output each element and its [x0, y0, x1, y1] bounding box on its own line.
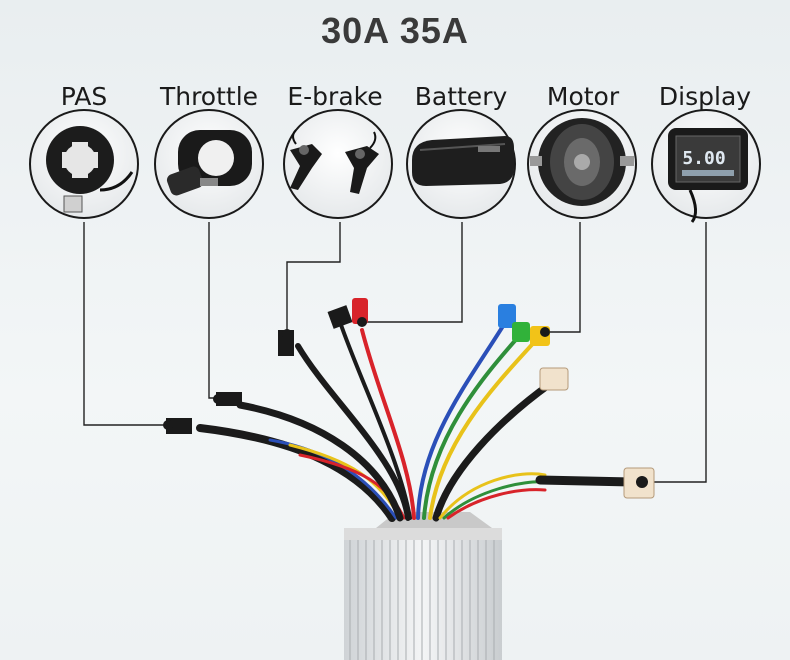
- battery-black-cable: [338, 320, 412, 520]
- label-throttle: Throttle: [159, 82, 259, 111]
- display-line: [642, 222, 707, 483]
- display-cable: [535, 475, 637, 487]
- brake-cable: [295, 343, 411, 521]
- throttle-icon: [166, 130, 252, 196]
- label-battery: Battery: [414, 82, 508, 111]
- battery-red-cable: [360, 328, 416, 520]
- motor-green: [422, 333, 522, 520]
- page-title: 30A 35A: [321, 10, 469, 51]
- throttle-cable: [236, 401, 404, 522]
- label-motor: Motor: [546, 82, 620, 111]
- brake-connector: [278, 329, 294, 356]
- throttle-connector: [213, 392, 242, 406]
- brake-line: [286, 222, 341, 332]
- motor-blue: [416, 316, 510, 520]
- display-screen-text: 5.00: [682, 148, 725, 169]
- display-connector: [623, 467, 655, 499]
- pas-circle: [29, 109, 139, 219]
- label-pas: PAS: [60, 82, 108, 111]
- display-circle: 5.00: [651, 109, 761, 223]
- battery-circle: [406, 109, 516, 219]
- e-brake-circle: [283, 109, 393, 219]
- hall-connector: [539, 367, 569, 391]
- motor-yellow: [428, 336, 540, 520]
- wire-bundle: [196, 316, 637, 522]
- motor-connectors: [498, 304, 550, 346]
- throttle-circle: [154, 109, 264, 219]
- battery-line: [362, 222, 463, 323]
- pas-line: [83, 222, 168, 426]
- connectors: [163, 298, 655, 499]
- hall-cable: [432, 380, 554, 522]
- brake-lever-icon: [290, 129, 379, 194]
- battery-icon: [412, 136, 514, 186]
- throttle-line: [208, 222, 218, 399]
- connection-lines: [83, 222, 707, 483]
- pas-sensor-icon: [46, 126, 134, 213]
- battery-connector: [327, 298, 368, 329]
- lcd-display-icon: 5.00: [668, 128, 748, 223]
- pas-connector: [163, 418, 192, 434]
- pas-cable: [196, 424, 396, 522]
- label-e-brake: E-brake: [287, 82, 383, 111]
- controller-box: [344, 512, 502, 660]
- hub-motor-icon: [530, 118, 634, 206]
- motor-line: [545, 222, 581, 333]
- motor-circle: [527, 109, 637, 219]
- label-display: Display: [658, 82, 752, 111]
